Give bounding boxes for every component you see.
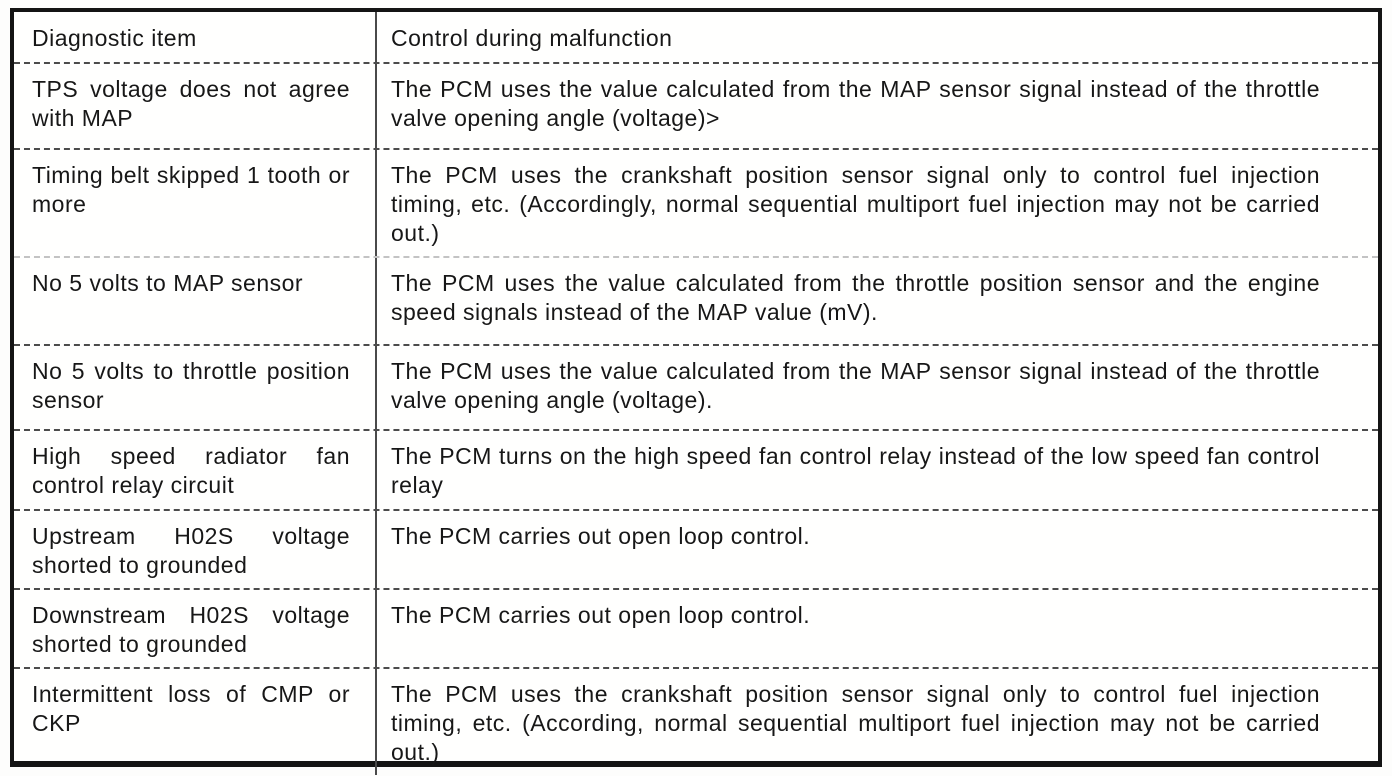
table-row: TPS voltage does not agree with MAP The … bbox=[14, 62, 1378, 148]
diagnostic-item-cell: Upstream H02S voltage shorted to grounde… bbox=[14, 511, 377, 588]
diagnostic-item-cell: Intermittent loss of CMP or CKP bbox=[14, 669, 377, 775]
table-row: No 5 volts to throttle position sensor T… bbox=[14, 344, 1378, 429]
control-cell: The PCM uses the value calculated from t… bbox=[391, 270, 1320, 325]
column-header-control-during-malfunction: Control during malfunction bbox=[391, 25, 673, 51]
table-row: High speed radiator fan control relay ci… bbox=[14, 429, 1378, 509]
control-cell: The PCM uses the crankshaft position sen… bbox=[391, 681, 1320, 765]
diagnostic-item-cell: No 5 volts to throttle position sensor bbox=[14, 346, 377, 429]
table-row: Upstream H02S voltage shorted to grounde… bbox=[14, 509, 1378, 588]
diagnostic-item-cell: High speed radiator fan control relay ci… bbox=[14, 431, 377, 509]
table-row: Downstream H02S voltage shorted to groun… bbox=[14, 588, 1378, 667]
diagnostic-control-table: Diagnostic item Control during malfuncti… bbox=[10, 8, 1382, 775]
column-header-diagnostic-item: Diagnostic item bbox=[14, 12, 377, 62]
diagnostic-item-cell: Timing belt skipped 1 tooth or more bbox=[14, 150, 377, 256]
control-cell: The PCM carries out open loop control. bbox=[391, 602, 811, 628]
control-cell: The PCM uses the crankshaft position sen… bbox=[391, 162, 1320, 246]
control-cell: The PCM turns on the high speed fan cont… bbox=[391, 443, 1320, 498]
diagnostic-item-cell: TPS voltage does not agree with MAP bbox=[14, 64, 377, 148]
table-row: Intermittent loss of CMP or CKP The PCM … bbox=[14, 667, 1378, 775]
control-cell: The PCM carries out open loop control. bbox=[391, 523, 811, 549]
table-row: Timing belt skipped 1 tooth or more The … bbox=[14, 148, 1378, 256]
diagnostic-item-cell: No 5 volts to MAP sensor bbox=[14, 258, 377, 344]
table-header-row: Diagnostic item Control during malfuncti… bbox=[14, 12, 1378, 62]
table-row: No 5 volts to MAP sensor The PCM uses th… bbox=[14, 256, 1378, 344]
control-cell: The PCM uses the value calculated from t… bbox=[391, 358, 1320, 413]
control-cell: The PCM uses the value calculated from t… bbox=[391, 76, 1320, 131]
diagnostic-item-cell: Downstream H02S voltage shorted to groun… bbox=[14, 590, 377, 667]
